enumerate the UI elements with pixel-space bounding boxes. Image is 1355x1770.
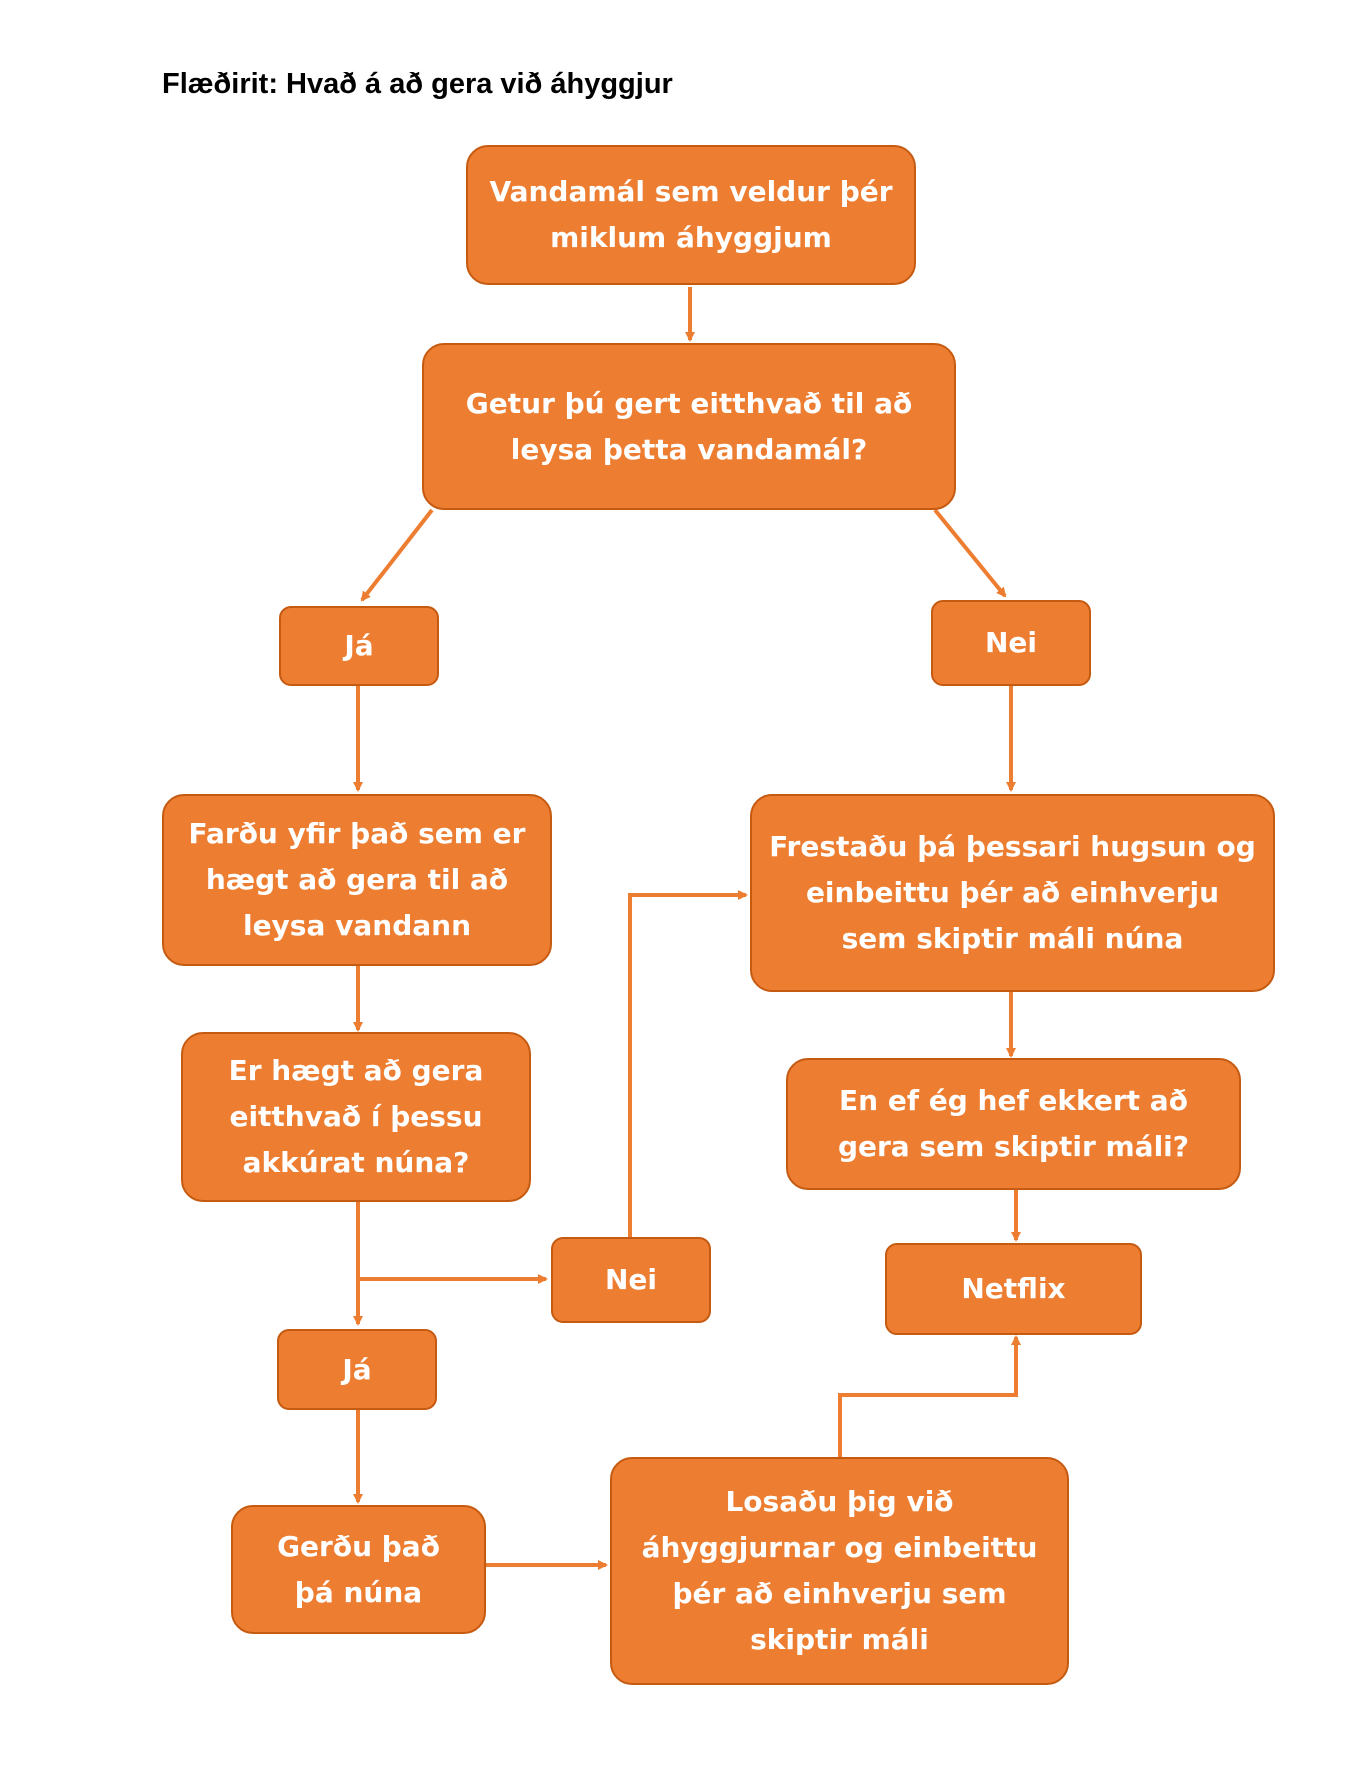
page-title: Flæðirit: Hvað á að gera við áhyggjur (162, 68, 673, 100)
let-go-box: Losaðu þig við áhyggjurnar og einbeittu … (610, 1457, 1069, 1685)
no-box-top: Nei (931, 600, 1091, 686)
arrow-no-to-postpone-left (628, 890, 748, 1237)
nothing-question-box: En ef ég hef ekkert að gera sem skiptir … (786, 1058, 1241, 1190)
netflix-box: Netflix (885, 1243, 1142, 1335)
arrow-question-to-no (933, 508, 1007, 598)
no-box-bottom: Nei (551, 1237, 711, 1323)
question-solve-box: Getur þú gert eitthvað til að leysa þett… (422, 343, 956, 510)
question-now-box: Er hægt að gera eitthvað í þessu akkúrat… (181, 1032, 531, 1202)
start-box: Vandamál sem veldur þér miklum áhyggjum (466, 145, 916, 285)
arrow-let-go-to-netflix (838, 1335, 1021, 1457)
yes-box-bottom: Já (277, 1329, 437, 1410)
do-it-box: Gerðu það þá núna (231, 1505, 486, 1634)
review-box: Farðu yfir það sem er hægt að gera til a… (162, 794, 552, 966)
postpone-box: Frestaðu þá þessari hugsun og einbeittu … (750, 794, 1275, 992)
yes-box-top: Já (279, 606, 439, 686)
arrow-question-to-yes (360, 508, 434, 602)
